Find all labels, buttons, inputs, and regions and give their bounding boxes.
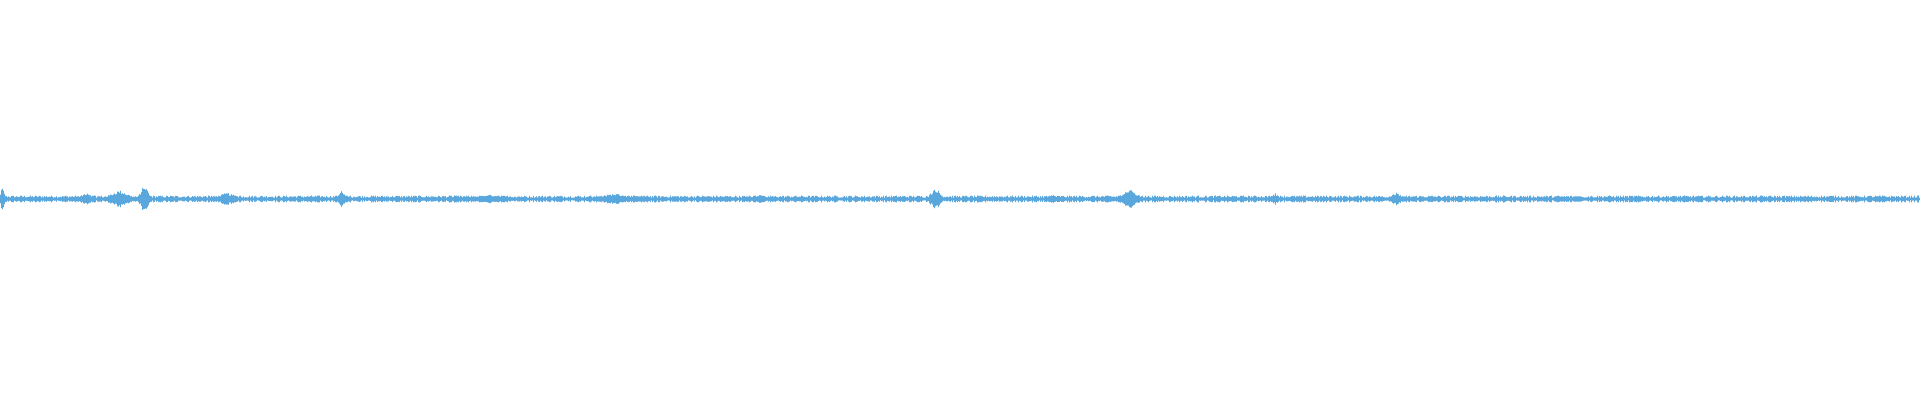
waveform-path — [0, 188, 1920, 210]
waveform-peaks — [0, 188, 1920, 210]
